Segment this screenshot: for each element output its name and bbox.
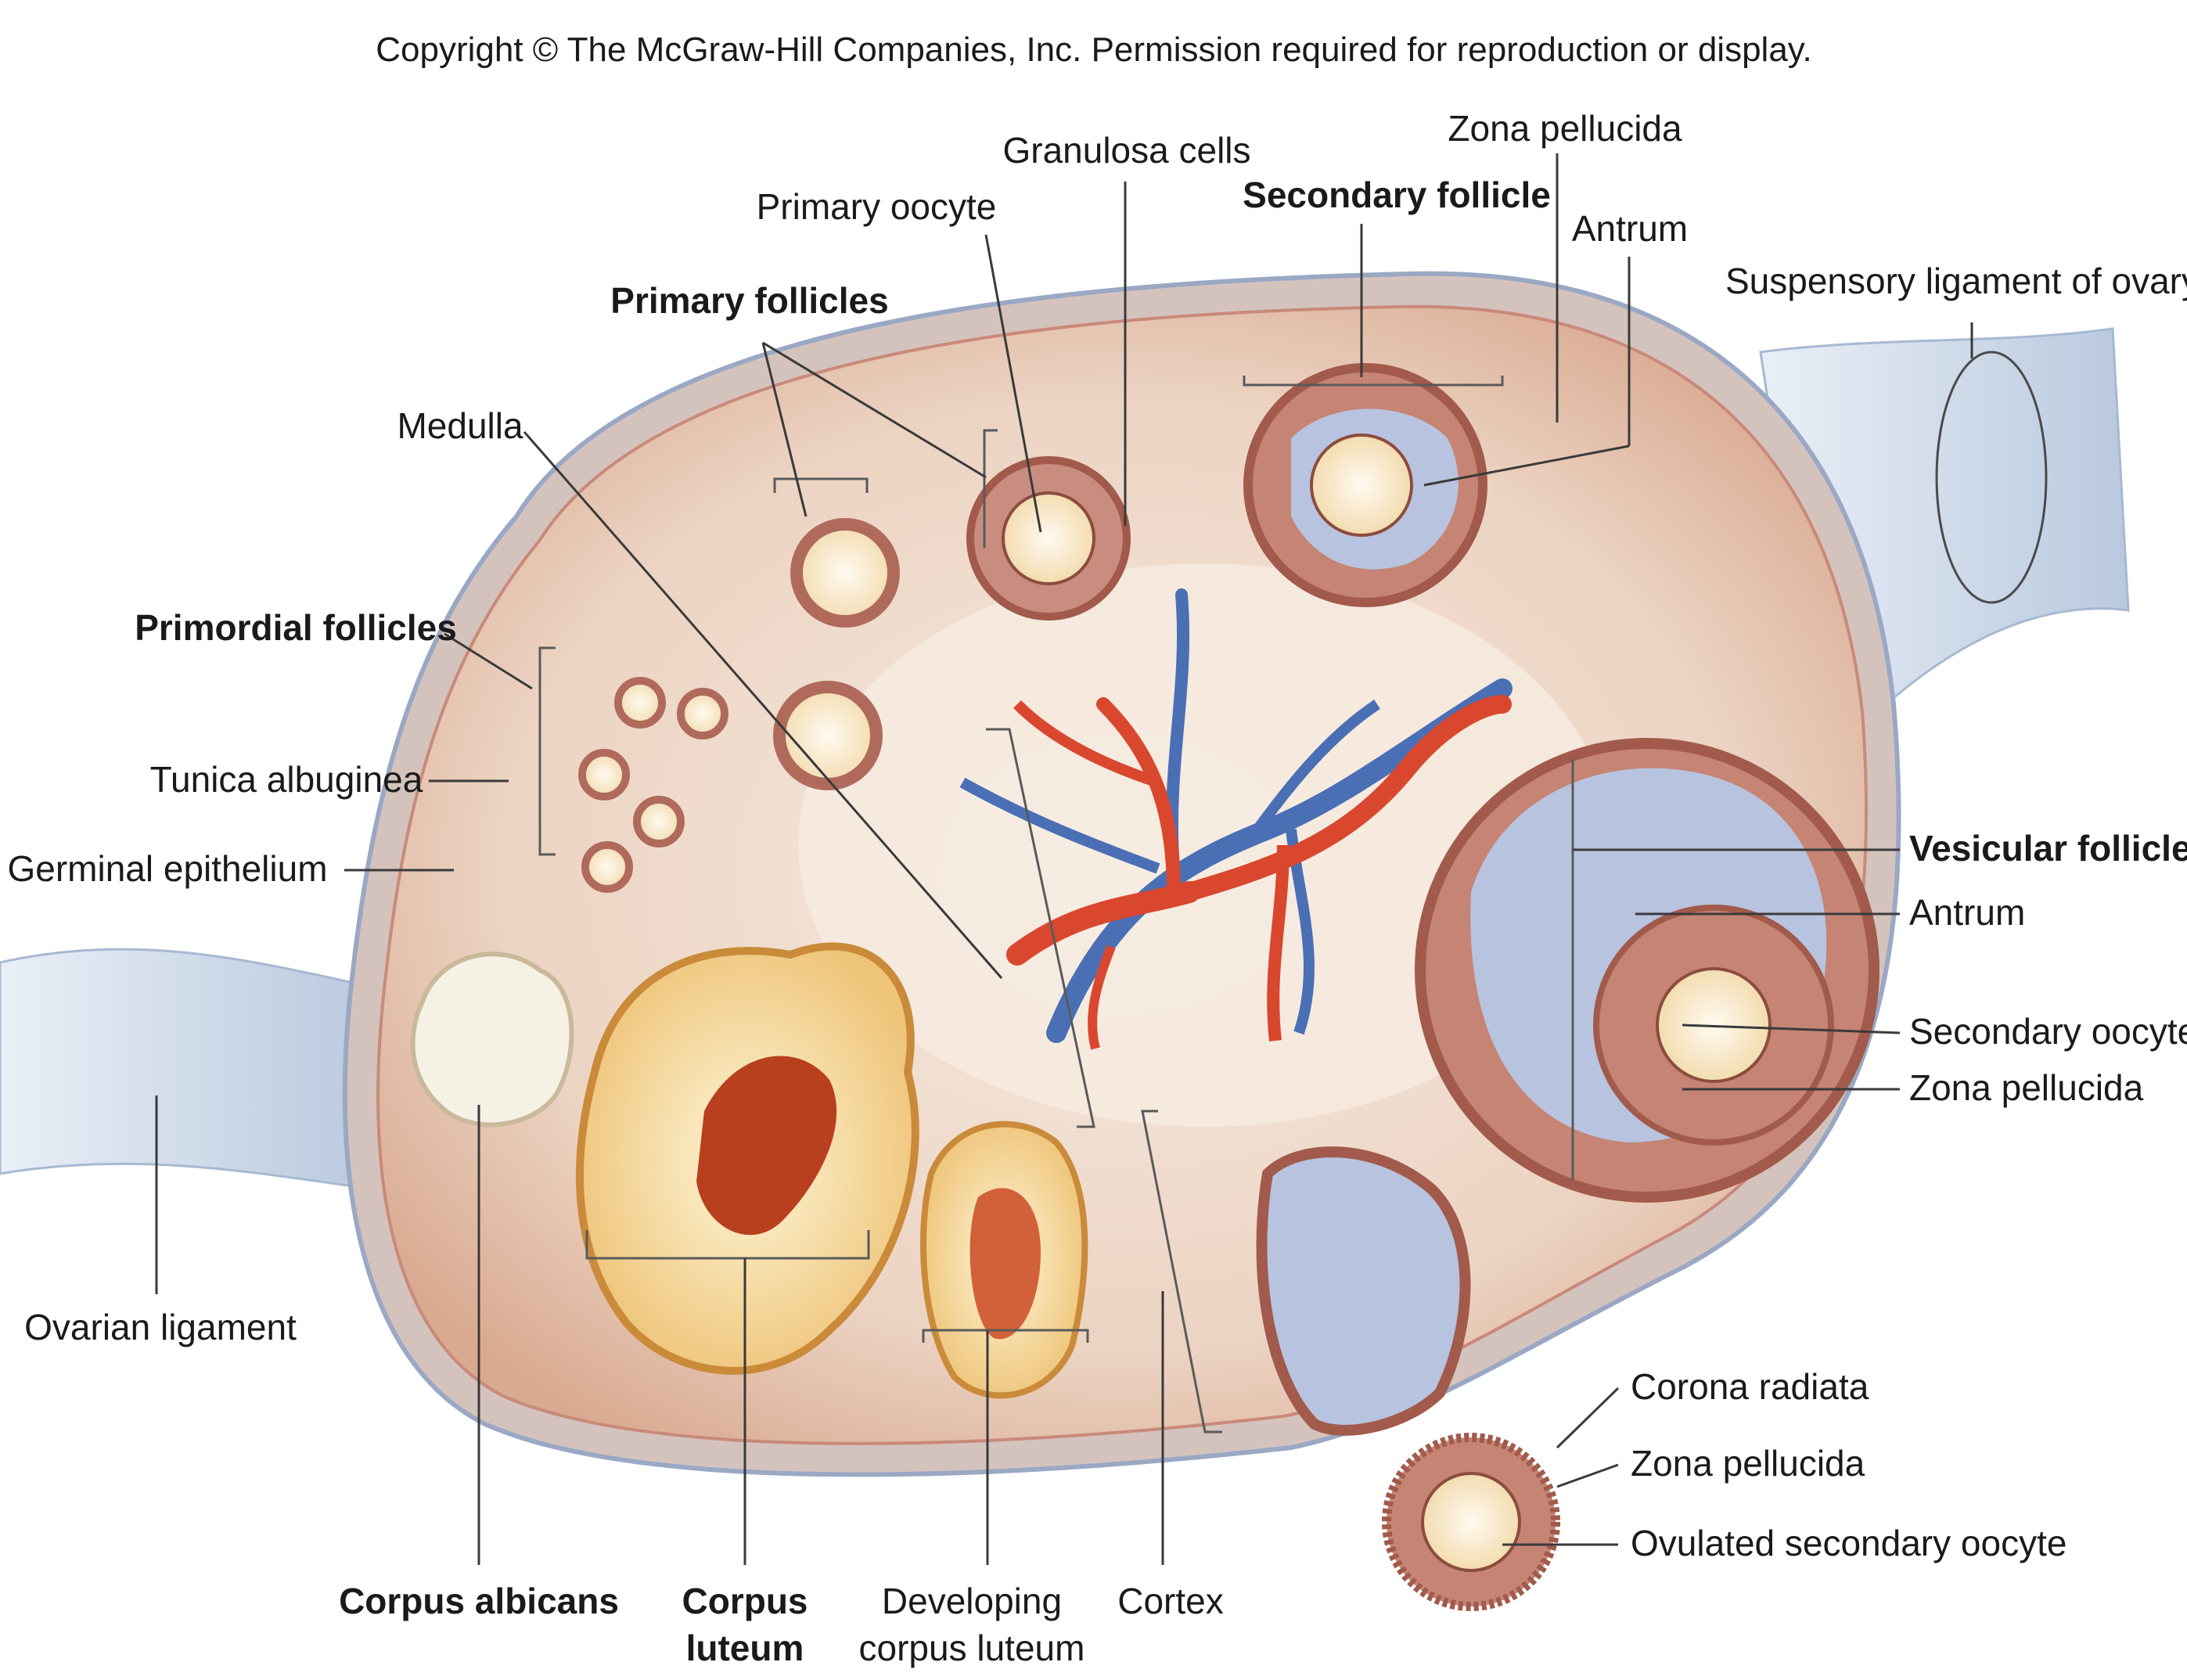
- label-corpus-luteum-line1: Corpus: [682, 1581, 808, 1621]
- label-suspensory-ligament: Suspensory ligament of ovary: [1725, 261, 2187, 301]
- label-developing-corpus-luteum-line2: corpus luteum: [859, 1628, 1085, 1668]
- corpus-albicans-shape: [413, 954, 572, 1124]
- label-zona-pellucida-top: Zona pellucida: [1448, 108, 1682, 149]
- label-medulla: Medulla: [397, 405, 523, 446]
- ruptured-follicle-shape: [1262, 1152, 1466, 1430]
- label-germinal-epithelium: Germinal epithelium: [7, 848, 327, 889]
- vesicular-follicle-shape: [1420, 743, 1874, 1197]
- label-vesicular-follicle: Vesicular follicle: [1909, 828, 2187, 869]
- copyright-notice: Copyright © The McGraw-Hill Companies, I…: [376, 31, 1812, 69]
- label-zona-pellucida-right: Zona pellucida: [1909, 1067, 2144, 1108]
- label-granulosa-cells: Granulosa cells: [1002, 130, 1250, 171]
- label-ovulated-secondary-oocyte: Ovulated secondary oocyte: [1631, 1523, 2066, 1563]
- label-secondary-oocyte: Secondary oocyte: [1909, 1011, 2187, 1052]
- label-primary-follicles: Primary follicles: [610, 280, 888, 321]
- label-corpus-albicans: Corpus albicans: [339, 1581, 619, 1621]
- developing-corpus-luteum-shape: [923, 1124, 1085, 1396]
- label-zona-pellucida-bottom: Zona pellucida: [1631, 1443, 1865, 1484]
- label-ovarian-ligament: Ovarian ligament: [24, 1307, 297, 1347]
- secondary-follicle-shape: [1248, 368, 1483, 603]
- label-antrum-top: Antrum: [1572, 208, 1688, 249]
- label-secondary-follicle: Secondary follicle: [1243, 174, 1551, 215]
- label-primary-oocyte: Primary oocyte: [757, 186, 997, 227]
- ovarian-ligament-shape: [0, 949, 376, 1189]
- ovulated-oocyte-shape: [1387, 1437, 1556, 1606]
- label-corona-radiata: Corona radiata: [1631, 1366, 1869, 1407]
- label-primordial-follicles: Primordial follicles: [135, 607, 457, 648]
- label-tunica-albuginea: Tunica albuginea: [150, 759, 423, 800]
- label-antrum-right: Antrum: [1909, 892, 2025, 933]
- label-corpus-luteum-line2: luteum: [686, 1628, 804, 1668]
- label-cortex: Cortex: [1117, 1581, 1223, 1621]
- label-developing-corpus-luteum-line1: Developing: [882, 1581, 1062, 1621]
